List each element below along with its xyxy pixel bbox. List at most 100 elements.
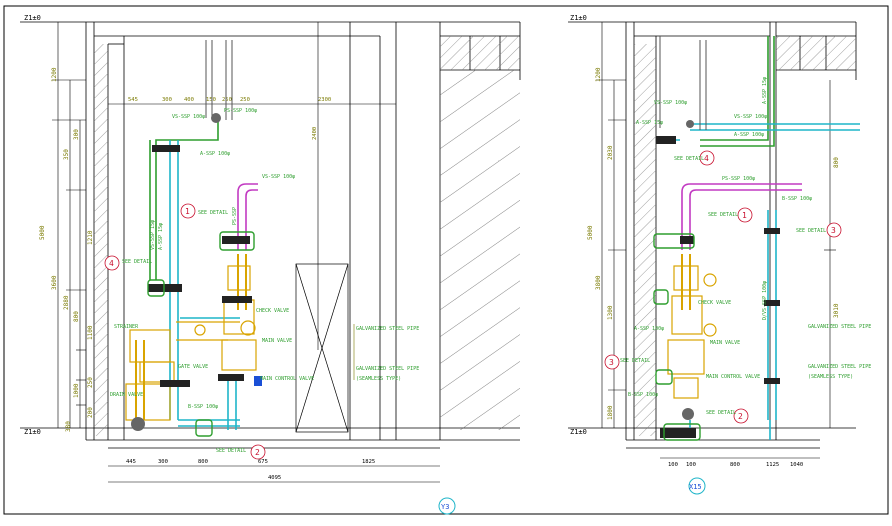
svg-text:MAIN CONTROL VALVE: MAIN CONTROL VALVE <box>706 374 760 380</box>
svg-text:1300: 1300 <box>607 305 614 320</box>
svg-text:1: 1 <box>742 211 747 220</box>
svg-text:B-SSP 100φ: B-SSP 100φ <box>628 392 658 398</box>
svg-text:800: 800 <box>833 157 840 168</box>
svg-text:SEE DETAIL: SEE DETAIL <box>796 228 826 234</box>
svg-text:1210: 1210 <box>87 230 94 245</box>
svg-text:250: 250 <box>87 377 94 388</box>
left-section-label: Y3 <box>441 503 449 511</box>
svg-text:A-SSP 100φ: A-SSP 100φ <box>634 326 664 332</box>
svg-text:GALVANIZED STEEL PIPE: GALVANIZED STEEL PIPE <box>808 364 871 370</box>
svg-text:1040: 1040 <box>790 462 803 468</box>
svg-text:D/VS-SSP 100φ: D/VS-SSP 100φ <box>762 281 768 320</box>
left-level-bottom: Z1±0 <box>24 428 41 436</box>
svg-text:800: 800 <box>73 311 80 322</box>
svg-text:4: 4 <box>704 154 709 163</box>
svg-text:PS-SSP 100φ: PS-SSP 100φ <box>224 108 257 114</box>
left-section-circle <box>438 497 456 515</box>
svg-text:SEE DETAIL: SEE DETAIL <box>198 210 228 216</box>
svg-text:CHECK VALVE: CHECK VALVE <box>698 300 731 306</box>
svg-text:5000: 5000 <box>587 225 594 240</box>
svg-text:3: 3 <box>609 358 614 367</box>
callout-3a <box>826 222 842 238</box>
svg-text:300: 300 <box>73 129 80 140</box>
right-fittings <box>656 120 780 438</box>
svg-text:MAIN VALVE: MAIN VALVE <box>262 338 292 344</box>
left-fittings <box>131 113 252 431</box>
svg-text:VS-SSP 100φ: VS-SSP 100φ <box>654 100 687 106</box>
svg-text:800: 800 <box>730 462 740 468</box>
svg-text:380: 380 <box>65 421 72 432</box>
right-bottom-dims: 100 100 800 1125 1040 <box>660 457 820 468</box>
right-dim-labels: 1200 2030 5000 3800 1300 1800 800 3010 <box>587 67 840 420</box>
svg-text:PS-SSP: PS-SSP <box>232 207 238 225</box>
svg-text:800: 800 <box>198 459 208 465</box>
left-wall-hatch <box>94 44 108 436</box>
svg-text:DRAIN VALVE: DRAIN VALVE <box>110 392 143 398</box>
svg-text:SEE DETAIL: SEE DETAIL <box>706 410 736 416</box>
callout-3b <box>604 354 620 370</box>
svg-text:GALVANIZED STEEL PIPE: GALVANIZED STEEL PIPE <box>356 326 419 332</box>
svg-text:GATE VALVE: GATE VALVE <box>178 364 208 370</box>
svg-text:MAIN CONTROL VALVE: MAIN CONTROL VALVE <box>260 376 314 382</box>
svg-text:300: 300 <box>158 459 168 465</box>
left-pipes <box>135 40 258 430</box>
svg-text:2: 2 <box>255 448 260 457</box>
svg-text:200: 200 <box>87 407 94 418</box>
svg-text:VS-SSP 100φ: VS-SSP 100φ <box>172 114 205 120</box>
svg-text:MAIN VALVE: MAIN VALVE <box>710 340 740 346</box>
svg-text:A-SSP 15φ: A-SSP 15φ <box>158 223 164 250</box>
left-opening <box>295 263 349 433</box>
svg-text:300: 300 <box>162 97 172 103</box>
right-level-top: Z1±0 <box>570 14 587 22</box>
svg-text:A-SSP 15φ: A-SSP 15φ <box>762 77 768 104</box>
right-section-circle <box>688 477 706 495</box>
left-view: Z1±0 Z1±0 1200 5000 3600 2880 300 350 12… <box>20 14 521 515</box>
svg-text:3010: 3010 <box>833 303 840 318</box>
svg-text:SEE DETAIL: SEE DETAIL <box>122 259 152 265</box>
svg-text:A-SSP 100φ: A-SSP 100φ <box>200 151 230 157</box>
svg-text:250: 250 <box>240 97 250 103</box>
svg-text:2: 2 <box>738 412 743 421</box>
svg-text:2030: 2030 <box>607 145 614 160</box>
svg-text:SEE DETAIL: SEE DETAIL <box>216 448 246 454</box>
callout-4 <box>699 150 715 166</box>
svg-text:445: 445 <box>126 459 136 465</box>
left-slab-hatch <box>440 70 520 430</box>
left-dim-lines <box>52 22 86 428</box>
left-total-dim: 4095 <box>268 475 281 481</box>
svg-text:2880: 2880 <box>63 295 70 310</box>
callout-2 <box>250 444 266 460</box>
right-pipes <box>656 36 860 440</box>
right-valve-assembly <box>667 265 717 399</box>
left-dim-labels: 1200 5000 3600 2880 300 350 1210 800 110… <box>39 67 94 432</box>
svg-text:3: 3 <box>831 226 836 235</box>
right-detail-boxes <box>653 233 701 441</box>
svg-text:400: 400 <box>184 97 194 103</box>
svg-text:GALVANIZED STEEL PIPE: GALVANIZED STEEL PIPE <box>356 366 419 372</box>
svg-text:100: 100 <box>668 462 678 468</box>
svg-text:1125: 1125 <box>766 462 779 468</box>
left-top-dims: 545 300 400 150 250 250 2300 2400 <box>108 22 396 350</box>
right-view: Z1±0 Z1±0 1200 2030 5000 3800 1300 1800 … <box>568 14 871 495</box>
svg-text:SEE DETAIL: SEE DETAIL <box>708 212 738 218</box>
svg-text:1: 1 <box>185 207 190 216</box>
svg-text:B-SSP 100φ: B-SSP 100φ <box>188 404 218 410</box>
svg-text:3600: 3600 <box>51 275 58 290</box>
svg-text:CHECK VALVE: CHECK VALVE <box>256 308 289 314</box>
right-labels: VS-SSP 100φ VS-SSP 100φ A-SSP 15φ A-SSP … <box>620 77 871 416</box>
svg-text:A-SSP 100φ: A-SSP 100φ <box>734 132 764 138</box>
svg-text:SEE DETAIL: SEE DETAIL <box>620 358 650 364</box>
svg-text:5000: 5000 <box>39 225 46 240</box>
svg-text:VS-SSP 100φ: VS-SSP 100φ <box>262 174 295 180</box>
right-wall-hatch <box>634 44 656 436</box>
callout-1 <box>737 207 753 223</box>
svg-text:VS-SSP 15φ: VS-SSP 15φ <box>150 220 156 250</box>
svg-text:1100: 1100 <box>87 325 94 340</box>
left-detail-boxes <box>147 231 255 437</box>
svg-text:(SEAMLESS TYPE): (SEAMLESS TYPE) <box>808 374 853 380</box>
right-section-label: X15 <box>689 483 702 491</box>
left-level-top: Z1±0 <box>24 14 41 22</box>
svg-text:GALVANIZED STEEL PIPE: GALVANIZED STEEL PIPE <box>808 324 871 330</box>
svg-text:3800: 3800 <box>595 275 602 290</box>
